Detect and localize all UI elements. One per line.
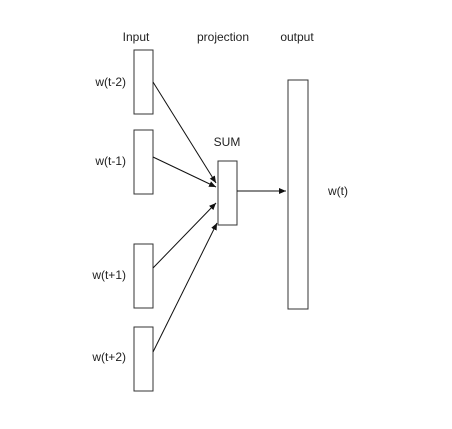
input-box-w-t+1 — [133, 243, 154, 309]
input-label-w-t+2: w(t+2) — [91, 350, 126, 364]
input-box-w-t-1 — [133, 129, 154, 195]
edge-w-t-2-to-sum — [152, 81, 217, 184]
input-header: Input — [123, 30, 150, 44]
projection-header: projection — [197, 30, 249, 44]
input-box-w-t-2 — [133, 49, 154, 115]
edge-w-t+1-to-sum — [152, 202, 217, 269]
output-label: w(t) — [327, 184, 348, 198]
input-label-w-t-1: w(t-1) — [94, 154, 126, 168]
input-label-w-t-2: w(t-2) — [94, 75, 126, 89]
input-label-w-t+1: w(t+1) — [91, 268, 126, 282]
edge-w-t+2-to-sum — [152, 222, 218, 353]
output-box — [287, 79, 309, 310]
projection-label: SUM — [214, 135, 241, 149]
edge-w-t-1-to-sum — [152, 156, 217, 188]
output-header: output — [280, 30, 314, 44]
input-box-w-t+2 — [133, 326, 154, 392]
projection-box — [217, 160, 238, 226]
